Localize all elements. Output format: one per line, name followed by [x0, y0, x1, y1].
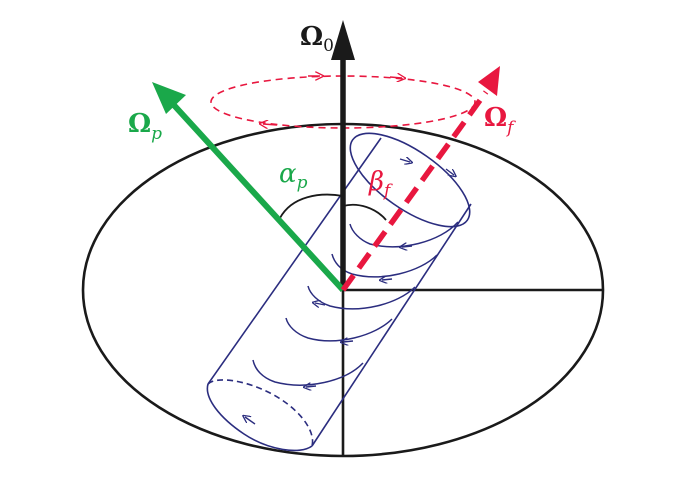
circulation-arcs [252, 221, 459, 386]
omegap-subscript: p [151, 124, 162, 144]
alpha-angle-arc [279, 193, 344, 219]
omegaf-subscript: f [505, 118, 516, 138]
omegap-arrowhead [152, 82, 186, 114]
omega0-subscript: 0 [323, 36, 334, 56]
alphap-symbol: α [279, 159, 297, 189]
betaf-symbol: β [368, 167, 384, 197]
precession-arrow-bottom [263, 124, 278, 125]
flux-cylinder [206, 132, 472, 452]
omegap-label: Ωp [128, 109, 162, 144]
precession-arrow-top-2 [389, 77, 402, 78]
omegaf-symbol: Ω [484, 103, 507, 133]
omegaf-arrowhead [478, 66, 500, 96]
omegap-shaft [169, 100, 346, 293]
circulation-arrows [245, 159, 454, 425]
betaf-label: βf [368, 167, 393, 201]
omegaf-label: Ωf [484, 103, 516, 138]
omega0-arrowhead [331, 20, 355, 60]
alphap-subscript: p [297, 173, 308, 193]
omega0-symbol: Ω [300, 22, 323, 52]
alphap-label: αp [279, 159, 308, 193]
omega0-label: Ω0 [300, 22, 334, 56]
beta-angle-arc [342, 203, 387, 221]
betaf-subscript: f [382, 181, 393, 201]
omegaf-shaft [340, 90, 489, 292]
omegap-symbol: Ω [128, 109, 151, 139]
